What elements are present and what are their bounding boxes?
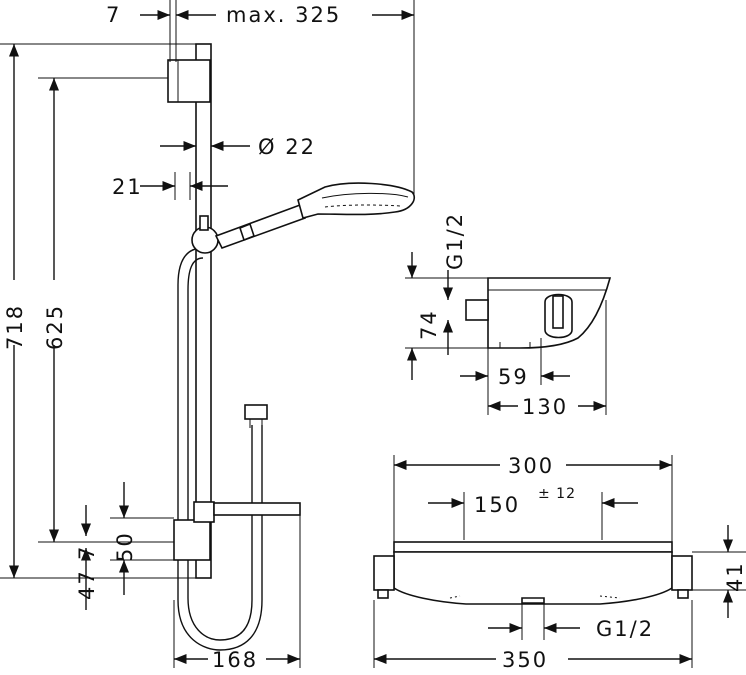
dim-max325-label: max. 325 xyxy=(226,3,341,27)
shower-rail xyxy=(195,43,212,579)
dim-74: 74 xyxy=(405,252,488,380)
dim-7-top-label: 7 xyxy=(106,3,121,27)
top-wall-bracket xyxy=(167,59,211,103)
soap-shelf xyxy=(213,502,301,516)
dim-g12-top-label: G1/2 xyxy=(443,212,467,270)
dim-dia22: Ø 22 xyxy=(160,135,316,160)
slider-knob xyxy=(191,226,219,254)
inlet-nipple xyxy=(465,299,489,321)
dim-150-tolerance: ± 12 xyxy=(538,486,576,502)
dim-21-label: 21 xyxy=(112,175,143,199)
hand-shower-head xyxy=(297,182,416,219)
dim-625-label: 625 xyxy=(43,304,67,350)
thermostat-shelf-top xyxy=(393,541,673,553)
dim-7-low: 7 xyxy=(75,505,99,610)
thermostat-front-view xyxy=(373,541,693,605)
thermostat-side-view xyxy=(465,277,612,349)
dim-g12-bottom-label: G1/2 xyxy=(596,617,654,641)
dim-300: 300 xyxy=(393,454,673,542)
dim-350-label: 350 xyxy=(502,648,548,672)
dim-max325: max. 325 xyxy=(176,0,415,195)
outlet-connector xyxy=(521,597,545,604)
dim-41: 41 xyxy=(692,525,746,618)
hose-connector xyxy=(244,404,268,420)
dim-g12-bottom: G1/2 xyxy=(488,603,654,641)
dim-41-label: 41 xyxy=(723,561,746,592)
dim-50-label: 50 xyxy=(113,531,137,562)
dim-168: 168 xyxy=(173,515,301,672)
dim-59-label: 59 xyxy=(498,365,529,389)
dim-50: 50 xyxy=(110,482,174,595)
dim-7-top: 7 xyxy=(106,0,177,62)
right-end-cap xyxy=(671,555,693,591)
dim-130: 130 xyxy=(488,300,607,419)
dim-7-low-label: 7 xyxy=(75,545,99,560)
hand-shower-handle xyxy=(214,203,307,249)
dim-168-label: 168 xyxy=(212,648,258,672)
left-end-cap xyxy=(373,555,395,591)
shower-hose xyxy=(177,247,263,651)
dim-300-label: 300 xyxy=(508,454,554,478)
dim-47-label: 47 xyxy=(75,569,99,600)
dim-350: 350 xyxy=(373,600,693,672)
dim-150-label: 150 xyxy=(474,493,520,517)
dim-74-label: 74 xyxy=(417,309,441,340)
dim-150: 150 ± 12 xyxy=(428,486,638,540)
thermostat-body-front xyxy=(393,551,673,605)
lower-wall-bracket xyxy=(173,519,211,561)
shower-rail-assembly xyxy=(167,43,416,651)
dim-130-label: 130 xyxy=(522,395,568,419)
dim-625: 625 xyxy=(38,77,174,543)
dim-dia22-label: Ø 22 xyxy=(258,135,316,159)
dim-718-label: 718 xyxy=(3,304,27,350)
dim-47: 47 xyxy=(75,569,99,600)
dim-21: 21 xyxy=(112,172,228,200)
dim-718: 718 xyxy=(0,43,196,579)
